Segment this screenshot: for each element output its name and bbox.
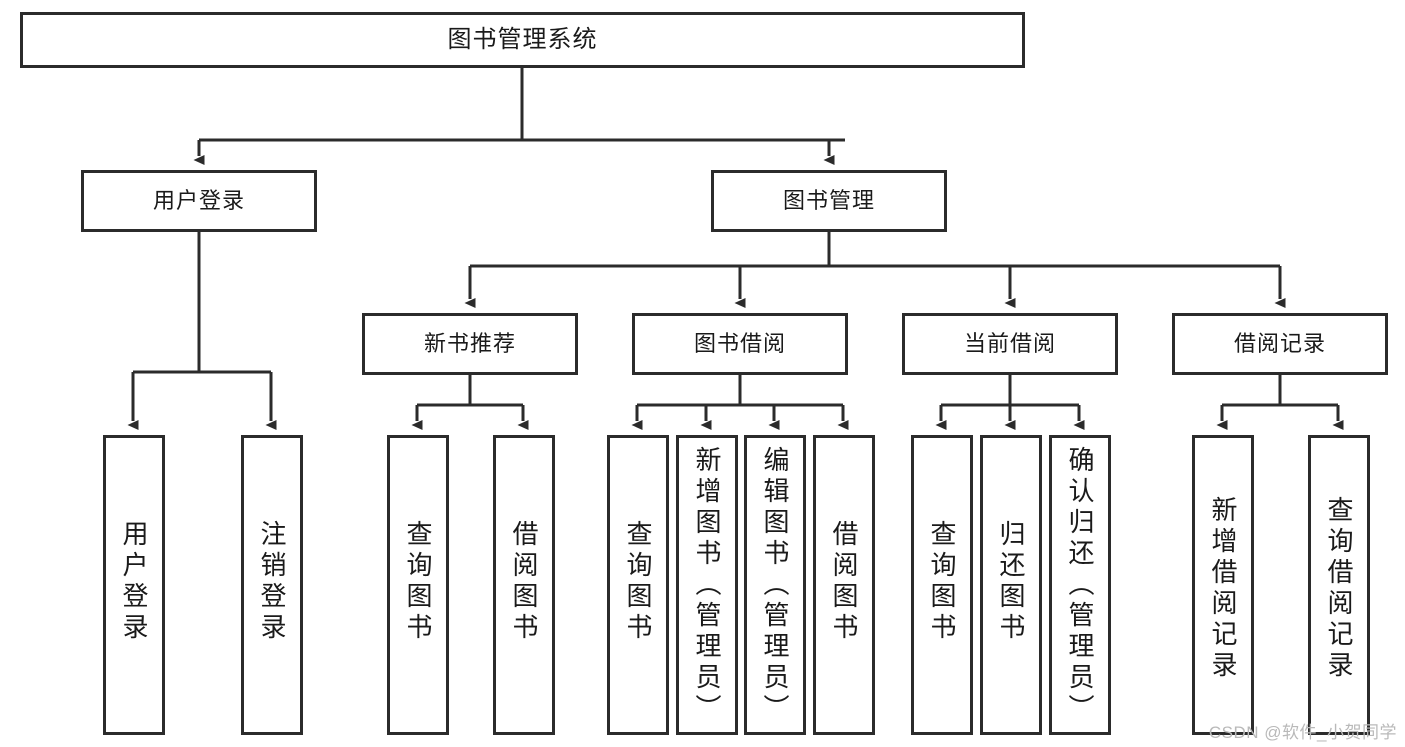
node-user-login[interactable]: 用户登录: [81, 170, 317, 232]
leaf-node-label: 查询借阅记录: [1324, 496, 1354, 682]
leaf-node-label: 借阅图书: [509, 520, 539, 644]
leaf-node-query-book-current[interactable]: 查询图书: [911, 435, 973, 735]
leaf-node-label: 查询图书: [403, 520, 433, 644]
leaf-node-label: 新增图书（管理员）: [692, 446, 722, 725]
leaf-node-label: 确认归还（管理员）: [1065, 446, 1095, 725]
leaf-node-edit-book-admin[interactable]: 编辑图书（管理员）: [744, 435, 806, 735]
leaf-node-add-book-admin[interactable]: 新增图书（管理员）: [676, 435, 738, 735]
node-root-label: 图书管理系统: [447, 25, 598, 53]
leaf-node-label: 归还图书: [996, 520, 1026, 644]
node-new-book-recommend-label: 新书推荐: [423, 330, 516, 356]
leaf-node-query-book-borrow[interactable]: 查询图书: [607, 435, 669, 735]
leaf-node-borrow-book[interactable]: 借阅图书: [813, 435, 875, 735]
leaf-node-return-book[interactable]: 归还图书: [980, 435, 1042, 735]
leaf-node-label: 编辑图书（管理员）: [760, 446, 790, 725]
leaf-node-label: 查询图书: [927, 520, 957, 644]
node-root[interactable]: 图书管理系统: [20, 12, 1025, 68]
leaf-node-query-loan-record[interactable]: 查询借阅记录: [1308, 435, 1370, 735]
node-current-loan[interactable]: 当前借阅: [902, 313, 1118, 375]
leaf-node-confirm-return-admin[interactable]: 确认归还（管理员）: [1049, 435, 1111, 735]
leaf-node-query-book-rec[interactable]: 查询图书: [387, 435, 449, 735]
node-loan-record-label: 借阅记录: [1233, 330, 1326, 356]
node-loan-record[interactable]: 借阅记录: [1172, 313, 1388, 375]
node-book-manage[interactable]: 图书管理: [711, 170, 947, 232]
csdn-watermark: CSDN @软件_小贺同学: [1208, 723, 1397, 742]
node-user-login-label: 用户登录: [152, 187, 245, 213]
leaf-node-label: 用户登录: [119, 520, 149, 644]
leaf-node-label: 新增借阅记录: [1208, 496, 1238, 682]
leaf-node-borrow-book-rec[interactable]: 借阅图书: [493, 435, 555, 735]
leaf-node-logout[interactable]: 注销登录: [241, 435, 303, 735]
node-new-book-recommend[interactable]: 新书推荐: [362, 313, 578, 375]
node-current-loan-label: 当前借阅: [963, 330, 1056, 356]
leaf-node-label: 注销登录: [257, 520, 287, 644]
leaf-node-user-login[interactable]: 用户登录: [103, 435, 165, 735]
node-book-borrow[interactable]: 图书借阅: [632, 313, 848, 375]
leaf-node-add-loan-record[interactable]: 新增借阅记录: [1192, 435, 1254, 735]
node-book-manage-label: 图书管理: [782, 187, 875, 213]
leaf-node-label: 借阅图书: [829, 520, 859, 644]
leaf-node-label: 查询图书: [623, 520, 653, 644]
node-book-borrow-label: 图书借阅: [693, 330, 786, 356]
